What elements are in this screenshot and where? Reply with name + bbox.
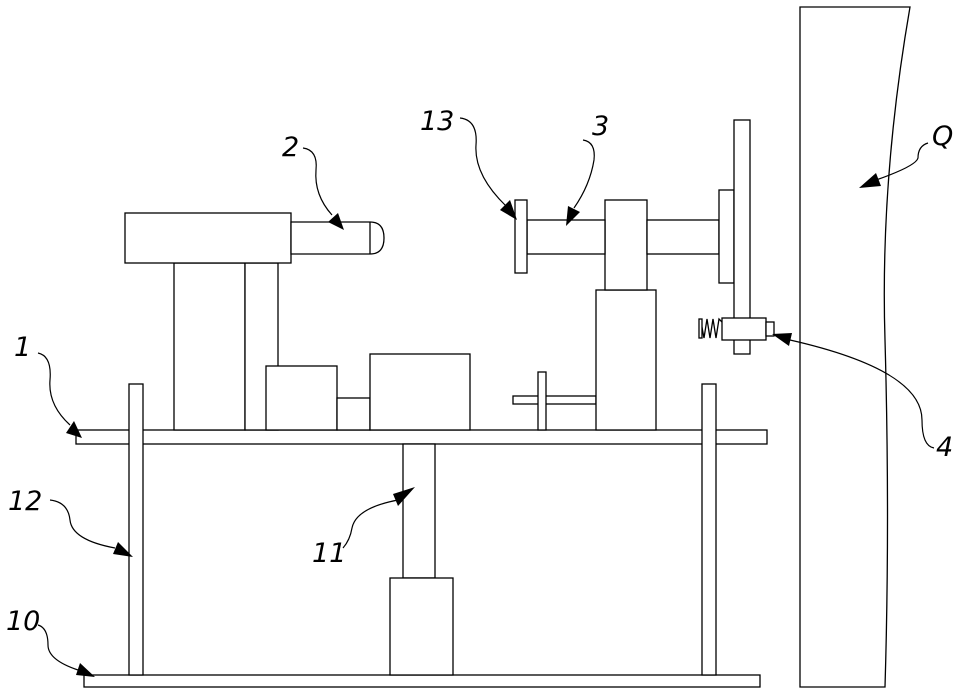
- lift-column: [403, 444, 435, 578]
- coupling: [337, 398, 370, 430]
- label-4: 4: [936, 432, 953, 463]
- sensor-tip: [766, 322, 774, 336]
- leader-13: [460, 118, 506, 206]
- sensor-spring: [701, 319, 722, 338]
- support-post-left: [174, 263, 245, 430]
- horizontal-rod: [513, 396, 596, 404]
- leader-11: [343, 500, 398, 548]
- column-lower: [596, 290, 656, 430]
- leader-10: [38, 625, 78, 670]
- table-leg-left: [129, 384, 143, 675]
- column-upper: [605, 200, 647, 290]
- leader-3: [574, 140, 594, 208]
- rod-flange: [538, 372, 546, 430]
- label-q: Q: [932, 121, 953, 152]
- base-plate: [84, 675, 760, 687]
- table-plate: [76, 430, 767, 444]
- lift-cylinder-base: [390, 578, 453, 675]
- label-13: 13: [420, 106, 454, 137]
- arrow-4: [772, 333, 792, 346]
- motor-small: [266, 366, 337, 430]
- label-2: 2: [282, 132, 299, 163]
- label-1: 1: [14, 332, 31, 363]
- shaft-left: [527, 220, 605, 254]
- leader-12: [50, 500, 115, 548]
- sensor-body: [722, 318, 766, 340]
- shaft-right: [647, 220, 719, 254]
- label-3: 3: [592, 111, 609, 142]
- leader-1: [38, 353, 70, 425]
- flange-plate: [719, 190, 734, 283]
- spring-seat: [699, 319, 702, 338]
- gearbox: [370, 354, 470, 430]
- label-11: 11: [312, 538, 346, 569]
- label-10: 10: [6, 606, 40, 637]
- table-leg-right: [702, 384, 716, 675]
- label-12: 12: [8, 486, 42, 517]
- leader-2: [303, 148, 332, 215]
- cylinder-body: [125, 213, 291, 263]
- arrow-10: [76, 663, 95, 677]
- end-cap-13: [515, 200, 527, 273]
